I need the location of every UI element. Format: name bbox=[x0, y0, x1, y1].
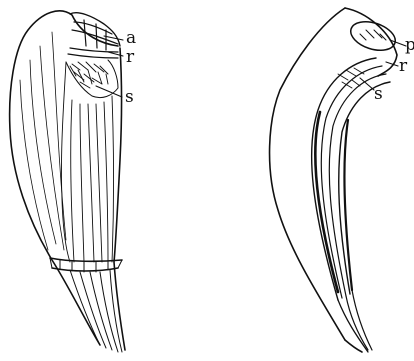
left-label-a: a bbox=[126, 30, 136, 47]
right-label-p: p bbox=[405, 37, 414, 54]
left-outer-outline bbox=[10, 11, 118, 345]
left-label-r: r bbox=[126, 49, 134, 66]
right-label-s: s bbox=[374, 86, 383, 103]
left-drawing bbox=[10, 11, 125, 352]
right-outer-outline bbox=[270, 8, 345, 340]
right-inner-layer-4 bbox=[339, 82, 390, 294]
right-oval-cap bbox=[347, 17, 399, 56]
right-drawing bbox=[270, 8, 406, 352]
left-top-cap bbox=[70, 13, 120, 46]
right-label-r: r bbox=[399, 58, 407, 75]
left-label-s: s bbox=[125, 89, 134, 106]
left-right-edge bbox=[114, 48, 125, 350]
left-collar bbox=[50, 258, 122, 261]
